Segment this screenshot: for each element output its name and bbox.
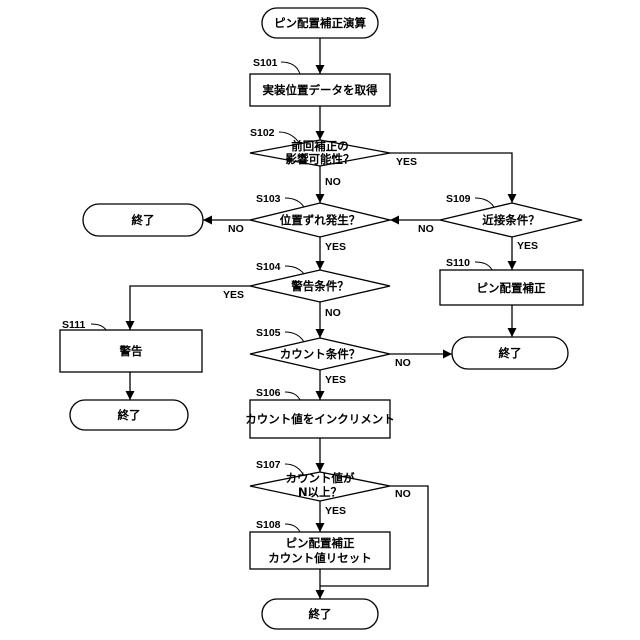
edge-label-s102-yes: YES [396, 156, 417, 168]
decision-s107-label-1: カウント値が [286, 471, 355, 485]
step-leader-s108 [285, 524, 300, 532]
process-s111: 警告 [60, 330, 202, 372]
process-s106: カウント値をインクリメント [245, 400, 395, 438]
end-terminal-right: 終了 [452, 337, 568, 369]
step-label-s103: S103 [256, 193, 281, 205]
process-s110: ピン配置補正 [440, 270, 583, 305]
step-leader-s111 [91, 324, 106, 330]
step-label-s110: S110 [446, 257, 470, 269]
decision-s107-label-2: N以上？ [298, 485, 342, 499]
process-s101-label: 実装位置データを取得 [263, 83, 378, 97]
edge-label-s107-no: NO [395, 488, 411, 500]
step-leader-s105 [285, 332, 304, 342]
decision-s104-label: 警告条件？ [290, 279, 349, 293]
decision-s104: 警告条件？ [250, 270, 390, 302]
step-label-s111: S111 [62, 319, 86, 331]
process-s108: ピン配置補正 カウント値リセット [250, 532, 390, 569]
connectors [130, 38, 512, 599]
process-s110-label: ピン配置補正 [477, 281, 546, 295]
process-s108-label-2: カウント値リセット [268, 551, 372, 565]
step-label-s107: S107 [256, 459, 281, 471]
decision-s102: 前回補正の 影響可能性？ [250, 139, 390, 166]
step-label-s108: S108 [256, 519, 281, 531]
decision-s102-label-1: 前回補正の [291, 139, 349, 153]
process-s106-label: カウント値をインクリメント [245, 412, 395, 426]
step-leader-s110 [475, 262, 492, 270]
edge-label-s109-yes: YES [517, 240, 538, 252]
start-terminal: ピン配置補正演算 [262, 8, 378, 38]
decision-s109-label: 近接条件？ [482, 213, 540, 227]
end-terminal-bottom: 終了 [262, 599, 378, 629]
edge-label-s104-yes: YES [223, 289, 244, 301]
step-labels: S101 S102 S103 S104 S105 S106 S107 S108 … [62, 57, 494, 532]
step-leader-s104 [285, 266, 304, 274]
decision-s105-label: カウント条件？ [280, 347, 361, 361]
process-s111-label: 警告 [119, 344, 143, 358]
edge-label-s109-no: NO [418, 223, 434, 235]
end-terminal-right-label: 終了 [499, 346, 522, 360]
decision-s103-label: 位置ずれ発生？ [280, 213, 361, 227]
end-terminal-left-top-label: 終了 [132, 213, 155, 227]
decision-s109: 近接条件？ [440, 203, 582, 237]
edge-label-s104-no: NO [325, 307, 341, 319]
edge-label-s107-yes: YES [325, 505, 346, 517]
edge-label-s102-no: NO [325, 176, 341, 188]
step-label-s105: S105 [256, 327, 281, 339]
step-leader-s103 [285, 198, 304, 207]
start-terminal-label: ピン配置補正演算 [274, 16, 366, 30]
end-terminal-left-bottom-label: 終了 [118, 408, 141, 422]
decision-s103: 位置ずれ発生？ [250, 203, 390, 237]
step-leader-s106 [285, 392, 300, 400]
edge-label-s105-no: NO [395, 357, 411, 369]
step-leader-s109 [475, 198, 494, 207]
edge-label-s105-yes: YES [325, 374, 346, 386]
decision-s102-label-2: 影響可能性？ [286, 152, 355, 166]
decision-s105: カウント条件？ [250, 338, 390, 370]
step-label-s106: S106 [256, 387, 281, 399]
end-terminal-left-top: 終了 [83, 204, 203, 236]
step-label-s101: S101 [253, 57, 278, 69]
step-leader-s101 [281, 62, 300, 74]
end-terminal-left-bottom: 終了 [70, 400, 188, 430]
end-terminal-bottom-label: 終了 [309, 607, 332, 621]
step-label-s102: S102 [250, 127, 275, 139]
step-label-s104: S104 [256, 261, 281, 273]
process-s101: 実装位置データを取得 [250, 74, 390, 106]
decision-s107: カウント値が N以上？ [250, 471, 390, 501]
edge-label-s103-yes: YES [325, 241, 346, 253]
edge-label-s103-no: NO [228, 223, 244, 235]
step-label-s109: S109 [446, 193, 471, 205]
process-s108-label-1: ピン配置補正 [286, 536, 355, 550]
